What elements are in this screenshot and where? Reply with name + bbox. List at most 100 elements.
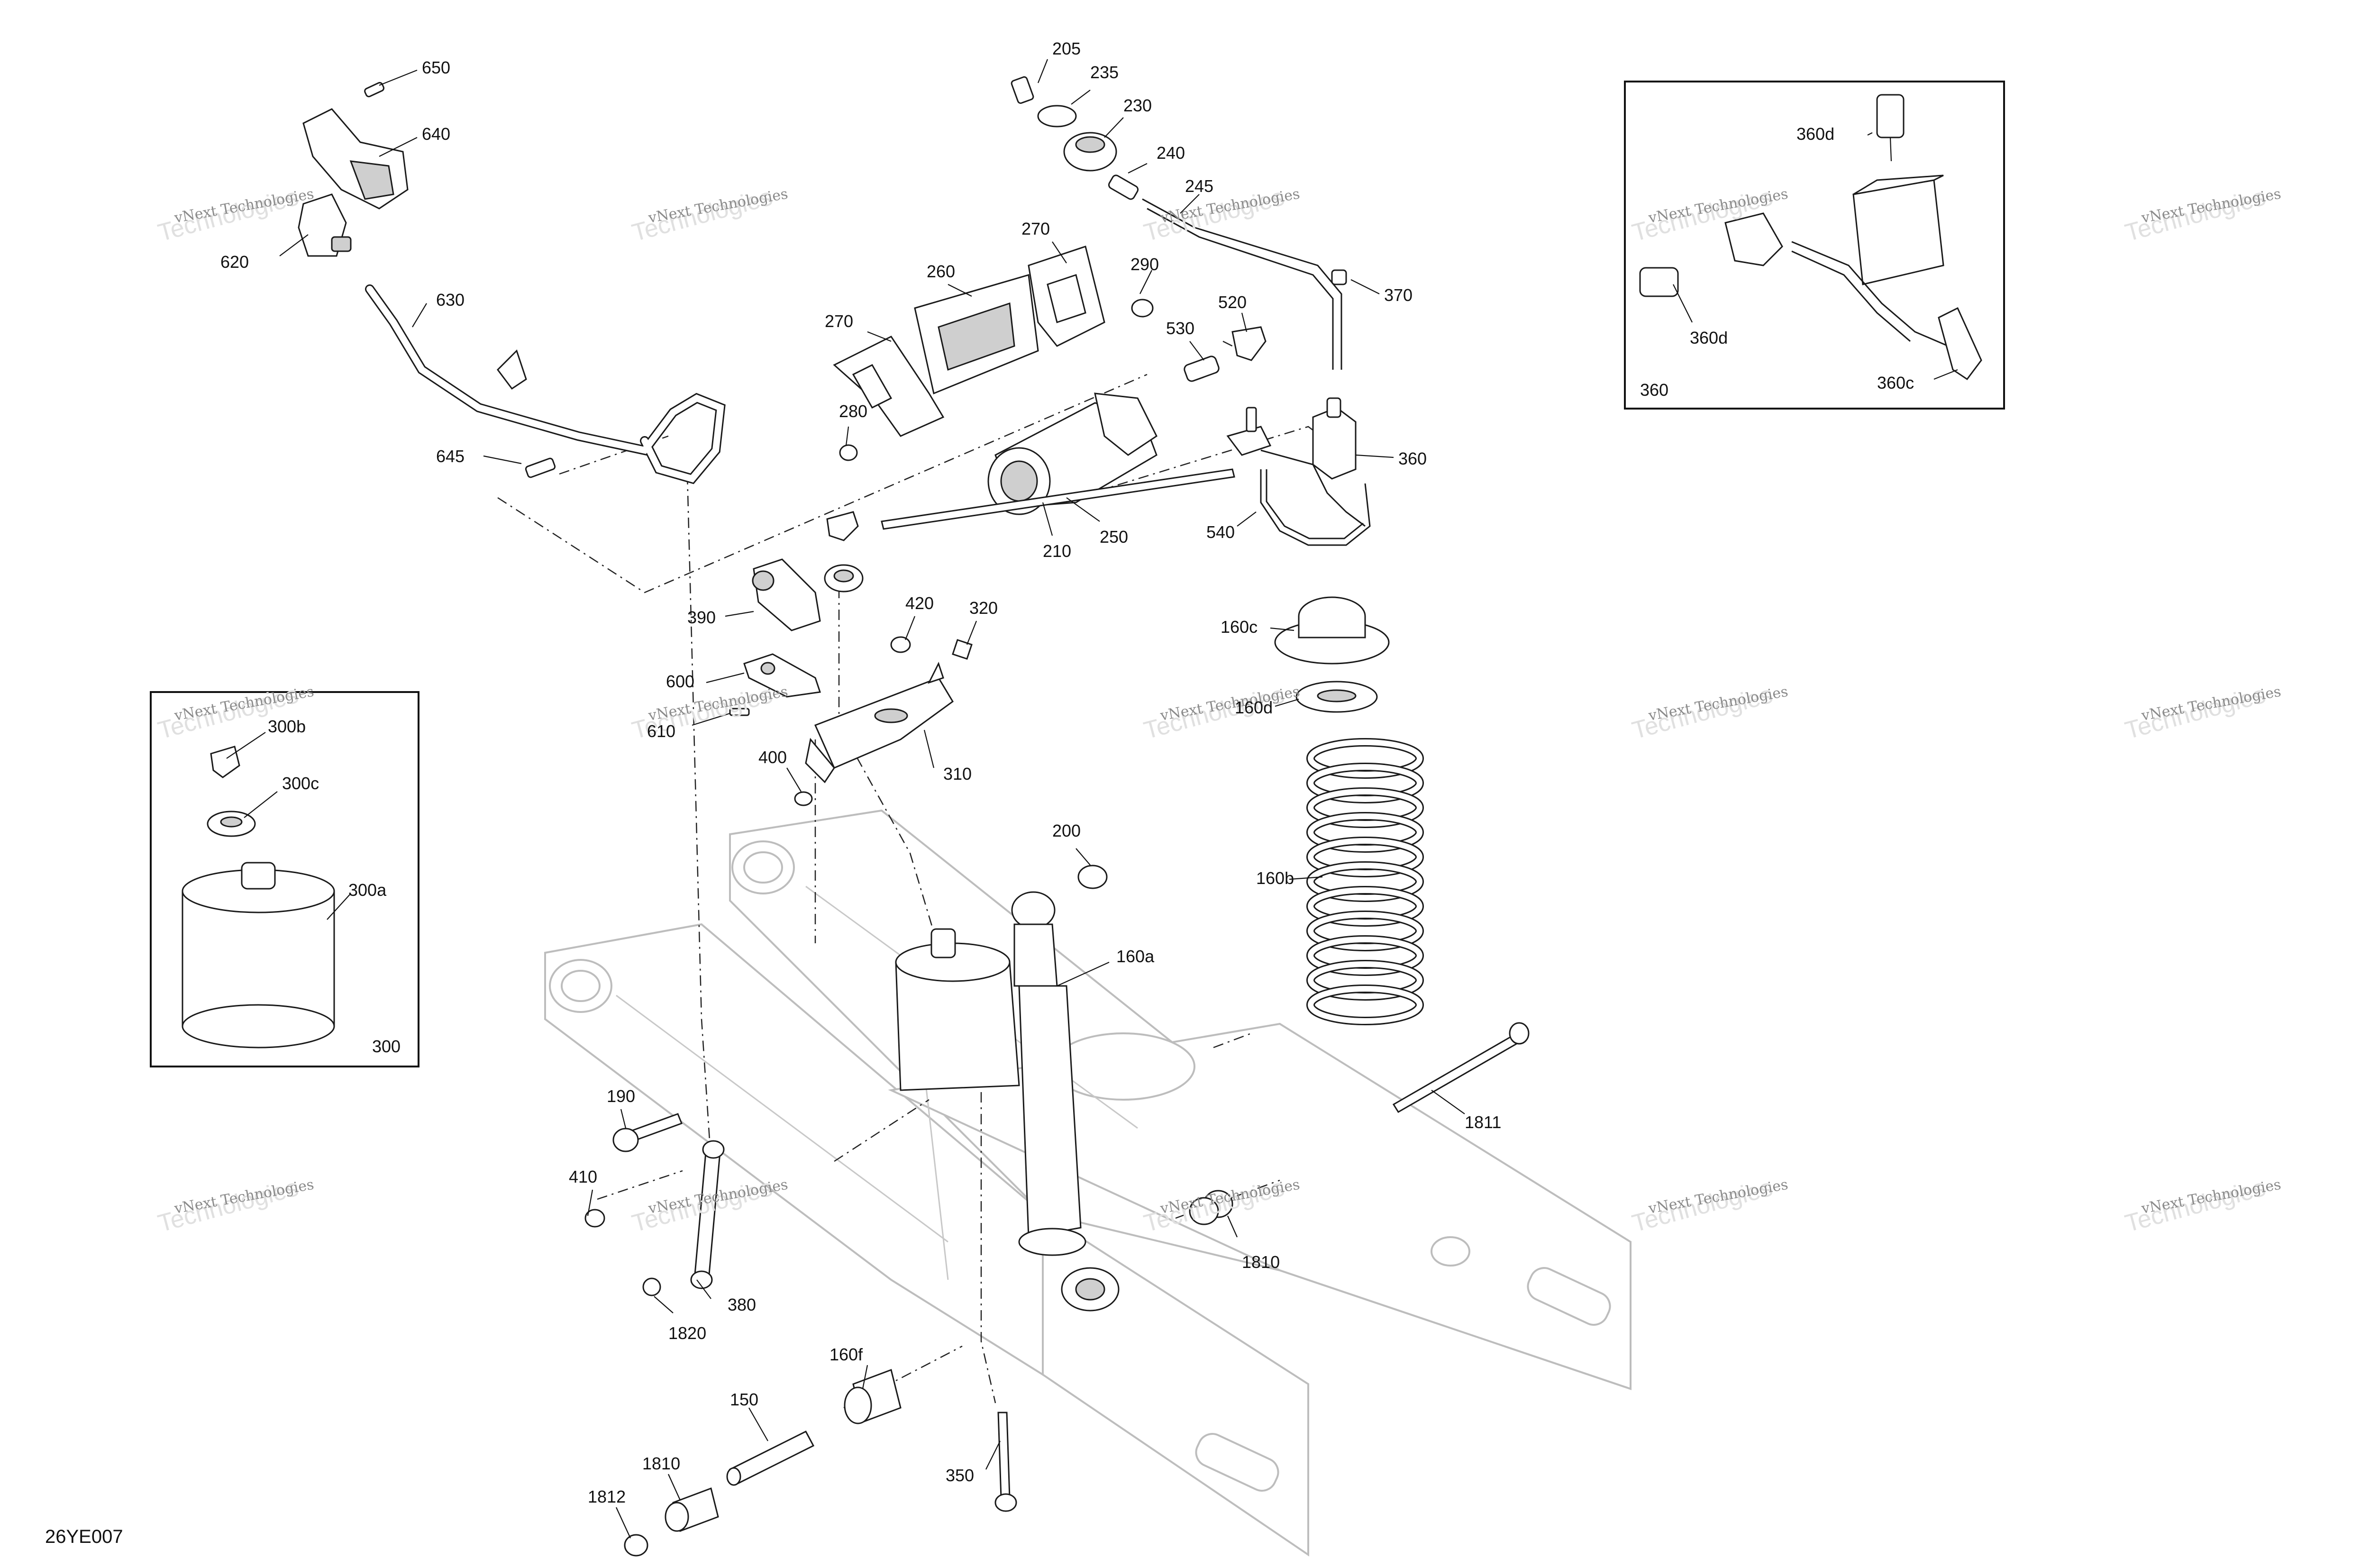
callout-1810-lower: 1810	[642, 1454, 680, 1473]
part-630-hose	[365, 284, 726, 484]
spring-coil-highlight	[1308, 813, 1422, 851]
spring-coil-highlight	[1308, 887, 1422, 925]
callout-270-left: 270	[825, 311, 853, 331]
spring-coil-highlight	[1308, 789, 1422, 827]
inset-360-label-360c: 360c	[1877, 373, 1914, 392]
callout-520: 520	[1218, 292, 1247, 312]
callout-1810-upper: 1810	[1242, 1252, 1280, 1272]
part-650-screw	[364, 82, 385, 98]
part-240-fitting	[1108, 174, 1139, 200]
part-320-bolt	[952, 639, 973, 660]
part-645-fitting	[525, 457, 556, 478]
callout-610: 610	[647, 721, 675, 741]
callout-1811: 1811	[1465, 1112, 1501, 1132]
part-420-nut	[890, 636, 911, 653]
callout-160d: 160d	[1235, 698, 1273, 717]
part-350-bolt	[994, 1412, 1017, 1512]
part-160d-spacer	[1295, 681, 1378, 713]
callout-640: 640	[422, 124, 450, 144]
callout-410: 410	[569, 1167, 597, 1186]
spring-coil-highlight	[1308, 739, 1422, 777]
callout-600: 600	[666, 672, 694, 691]
part-270-guard-left	[833, 336, 945, 437]
callout-240: 240	[1157, 143, 1185, 163]
callout-380: 380	[728, 1295, 756, 1314]
part-610-screw	[729, 708, 750, 716]
part-200-bushing	[1077, 865, 1108, 889]
part-360-valve	[1226, 397, 1366, 527]
part-520-elbow	[1231, 326, 1267, 361]
callout-400: 400	[758, 748, 787, 767]
callout-210: 210	[1043, 541, 1071, 561]
part-270-guard-right	[1028, 246, 1105, 347]
callout-160a: 160a	[1116, 947, 1155, 966]
part-190-bolt	[612, 1113, 683, 1152]
part-1810-bushing-upper	[1189, 1190, 1233, 1225]
callout-370: 370	[1384, 285, 1413, 305]
callout-1812: 1812	[588, 1487, 626, 1506]
part-390-sensor	[752, 558, 821, 631]
inset-360-box-label: 360	[1640, 380, 1668, 400]
callout-420: 420	[905, 593, 934, 613]
part-235-clip	[1037, 105, 1077, 128]
part-290-nut	[1131, 299, 1154, 318]
inset-300-label-300b: 300b	[268, 717, 306, 736]
callout-260: 260	[927, 262, 955, 281]
part-1820-bolt	[642, 1277, 661, 1296]
elbow-fitting	[826, 511, 859, 541]
callout-390: 390	[687, 608, 716, 627]
inset-360	[1624, 81, 2005, 410]
part-1810-bushing-lower	[665, 1487, 719, 1532]
callout-270-right: 270	[1021, 219, 1050, 238]
part-1812-nut	[624, 1534, 648, 1557]
ring-washer	[824, 564, 864, 593]
part-410-bolt	[584, 1209, 605, 1228]
part-160c-spring-seat	[1274, 596, 1390, 665]
inset-300-box-label: 300	[372, 1037, 401, 1056]
part-250-rod	[881, 468, 1235, 530]
part-160a-shock-absorber	[1011, 891, 1120, 1312]
part-640-bracket	[302, 108, 409, 210]
leader-lines	[226, 59, 1958, 1539]
callout-650: 650	[422, 58, 450, 77]
inset-360-label-360d-top: 360d	[1796, 124, 1834, 144]
callout-235: 235	[1090, 63, 1119, 82]
callout-320: 320	[969, 598, 998, 618]
callout-1820: 1820	[668, 1323, 706, 1343]
part-540-harness	[1260, 469, 1371, 546]
callout-310: 310	[943, 764, 972, 784]
part-150-sleeve	[726, 1431, 815, 1486]
spring-coil-highlight	[1308, 912, 1422, 950]
part-310-bracket	[805, 662, 954, 784]
spring-coil-highlight	[1308, 838, 1422, 876]
callout-250: 250	[1100, 527, 1128, 547]
inset-300	[150, 691, 419, 1067]
part-620-connector	[298, 193, 352, 257]
diagram-code: 26YE007	[45, 1526, 123, 1547]
callout-205: 205	[1052, 39, 1081, 58]
callout-230: 230	[1123, 96, 1152, 115]
part-1811-bolt	[1392, 1022, 1530, 1113]
inset-300-label-300c: 300c	[282, 774, 319, 793]
part-260-cover	[914, 274, 1039, 395]
part-400-bolt	[794, 791, 813, 806]
spring-coil-highlight	[1308, 986, 1422, 1024]
callout-160c: 160c	[1221, 617, 1258, 637]
callout-190: 190	[607, 1086, 635, 1106]
callout-530: 530	[1166, 319, 1194, 338]
callout-620: 620	[220, 252, 249, 272]
part-245-line	[1142, 198, 1342, 370]
callout-160f: 160f	[830, 1345, 863, 1364]
spring-coil-highlight	[1308, 863, 1422, 901]
callout-150: 150	[730, 1390, 758, 1409]
callout-280: 280	[839, 401, 867, 421]
callout-200: 200	[1052, 821, 1081, 840]
callout-290: 290	[1130, 255, 1159, 274]
callout-360: 360	[1398, 449, 1427, 468]
callout-160b: 160b	[1256, 868, 1294, 888]
inset-300-label-300a: 300a	[348, 880, 387, 900]
callout-645: 645	[436, 447, 465, 466]
callout-350: 350	[946, 1466, 974, 1485]
part-530-fitting	[1184, 356, 1220, 382]
